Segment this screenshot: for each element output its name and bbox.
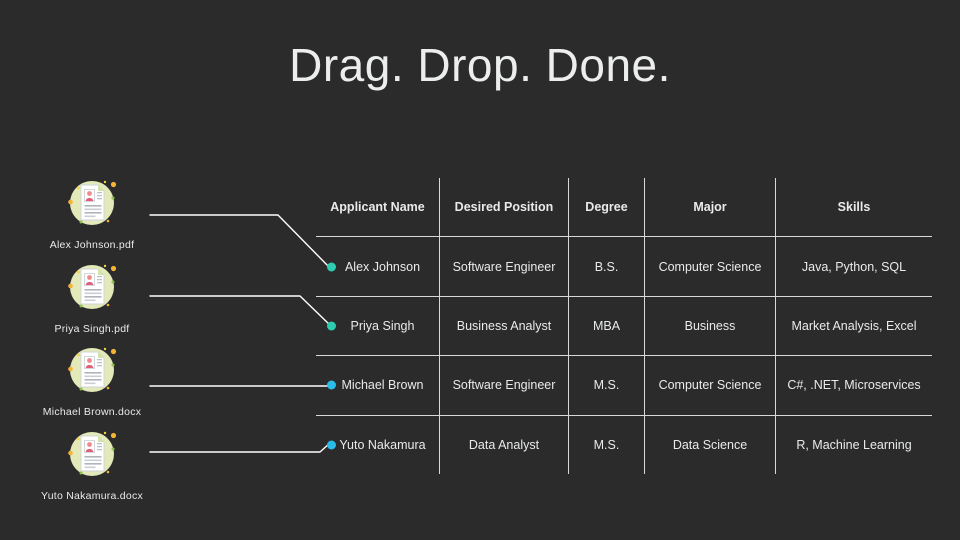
connector-line-2: [149, 295, 332, 327]
applicant-name-text: Alex Johnson: [344, 259, 421, 274]
file-label: Alex Johnson.pdf: [49, 239, 135, 251]
page-title: Drag. Drop. Done.: [289, 39, 671, 91]
cell-degree: MBA: [568, 295, 645, 357]
cell-applicant-name: Priya Singh: [316, 295, 440, 357]
resume-document-icon: [68, 264, 117, 309]
resume-document-icon: [68, 347, 117, 392]
cell-degree: M.S.: [568, 355, 645, 416]
column-header-applicant-name: Applicant Name: [316, 177, 440, 238]
file-card-1[interactable]: Alex Johnson.pdf: [17, 172, 167, 251]
connector-line-1: [149, 214, 331, 269]
cell-desired-position: Business Analyst: [439, 295, 569, 357]
cell-skills: Market Analysis, Excel: [775, 295, 932, 357]
column-header-desired-position: Desired Position: [439, 177, 569, 238]
applicants-table: Applicant Name Desired Position Degree M…: [315, 177, 933, 475]
cell-major: Computer Science: [644, 236, 776, 297]
cell-applicant-name: Yuto Nakamura: [316, 414, 440, 474]
column-header-degree: Degree: [568, 177, 645, 238]
file-label: Priya Singh.pdf: [54, 323, 130, 335]
cell-desired-position: Software Engineer: [439, 355, 569, 416]
applicants-table-wrap: Applicant Name Desired Position Degree M…: [315, 177, 933, 475]
file-icon-wrap-3: [17, 339, 167, 401]
file-icon-wrap-2: [17, 256, 167, 318]
applicant-name-text: Michael Brown: [341, 378, 424, 393]
cell-skills: Java, Python, SQL: [775, 236, 932, 297]
resume-document-icon: [68, 431, 117, 476]
file-card-4[interactable]: Yuto Nakamura.docx: [17, 423, 167, 502]
row-marker-dot: [327, 262, 336, 272]
table-row[interactable]: Alex Johnson Software Engineer B.S. Comp…: [316, 236, 932, 297]
cell-applicant-name: Michael Brown: [316, 355, 440, 416]
table-row[interactable]: Michael Brown Software Engineer M.S. Com…: [316, 355, 932, 416]
row-marker-dot: [327, 321, 336, 331]
cell-major: Computer Science: [644, 355, 776, 416]
cell-skills: R, Machine Learning: [775, 414, 932, 474]
column-header-major: Major: [644, 177, 776, 238]
file-card-3[interactable]: Michael Brown.docx: [17, 339, 167, 418]
column-header-skills: Skills: [775, 177, 932, 238]
row-marker-dot: [327, 440, 336, 450]
cell-major: Business: [644, 295, 776, 357]
cell-applicant-name: Alex Johnson: [316, 236, 440, 297]
cell-degree: B.S.: [568, 236, 645, 297]
cell-degree: M.S.: [568, 414, 645, 474]
file-card-2[interactable]: Priya Singh.pdf: [17, 256, 167, 335]
cell-skills: C#, .NET, Microservices: [775, 355, 932, 416]
applicant-name-text: Priya Singh: [350, 318, 415, 333]
table-header-row: Applicant Name Desired Position Degree M…: [316, 177, 932, 238]
file-label: Michael Brown.docx: [42, 406, 142, 418]
table-row[interactable]: Priya Singh Business Analyst MBA Busines…: [316, 295, 932, 357]
cell-desired-position: Data Analyst: [439, 414, 569, 474]
file-label: Yuto Nakamura.docx: [41, 490, 143, 502]
connector-line-4: [149, 442, 331, 453]
applicant-name-text: Yuto Nakamura: [339, 437, 426, 452]
row-marker-dot: [327, 380, 336, 390]
cell-major: Data Science: [644, 414, 776, 474]
file-icon-wrap-4: [17, 423, 167, 485]
file-icon-wrap-1: [17, 172, 167, 234]
cell-desired-position: Software Engineer: [439, 236, 569, 297]
resume-document-icon: [68, 180, 117, 225]
table-row[interactable]: Yuto Nakamura Data Analyst M.S. Data Sci…: [316, 414, 932, 474]
